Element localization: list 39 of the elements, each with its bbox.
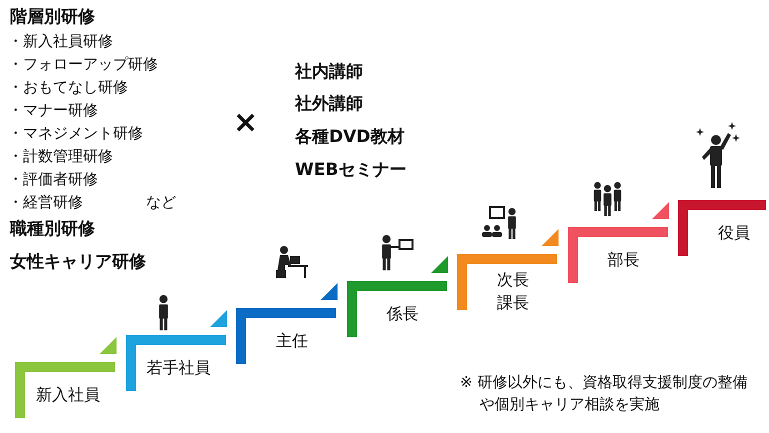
arrow (542, 229, 559, 246)
method-text: 各種DVD教材 (295, 129, 404, 146)
list-item: ・マナー研修 (8, 103, 98, 118)
stair-step (15, 362, 115, 418)
step-label: 主任 (276, 333, 308, 349)
section-heading: 女性キャリア研修 (10, 254, 146, 271)
step-label: 係長 (386, 306, 418, 322)
stair-step (126, 335, 226, 391)
method-text: 社内講師 (295, 64, 363, 81)
section-heading: 職種別研修 (10, 221, 95, 238)
footnote: ※ 研修以外にも、資格取得支援制度の整備や個別キャリア相談を実施 (460, 372, 748, 415)
list-item: ・経営研修 (8, 195, 83, 210)
stair-step (346, 281, 446, 337)
list-item: ・マネジメント研修 (8, 126, 143, 141)
method-text: WEBセミナー (295, 162, 406, 179)
arrow (320, 283, 338, 300)
multiply-sign: × (233, 108, 258, 138)
section-heading: 階層別研修 (10, 9, 95, 26)
step-label: 次長 (497, 272, 529, 288)
step-label: 新入社員 (36, 387, 100, 403)
stair-step (236, 308, 336, 364)
list-note: など (146, 195, 176, 210)
list-item: ・評価者研修 (8, 172, 98, 187)
arrow (431, 256, 448, 273)
arrow (652, 202, 670, 219)
stair-step (568, 227, 668, 283)
list-item: ・フォローアップ研修 (8, 57, 158, 72)
step-label: 若手社員 (146, 360, 210, 376)
list-item: ・おもてなし研修 (8, 80, 128, 95)
step-label: 課長 (497, 295, 529, 311)
arrow (210, 310, 228, 327)
step-label: 部長 (608, 252, 640, 268)
method-text: 社外講師 (295, 96, 363, 113)
step-label: 役員 (718, 225, 750, 241)
list-item: ・新入社員研修 (8, 34, 113, 49)
list-item: ・計数管理研修 (8, 149, 113, 164)
stair-step (457, 254, 557, 310)
arrow (100, 337, 117, 354)
stair-step (678, 200, 766, 256)
